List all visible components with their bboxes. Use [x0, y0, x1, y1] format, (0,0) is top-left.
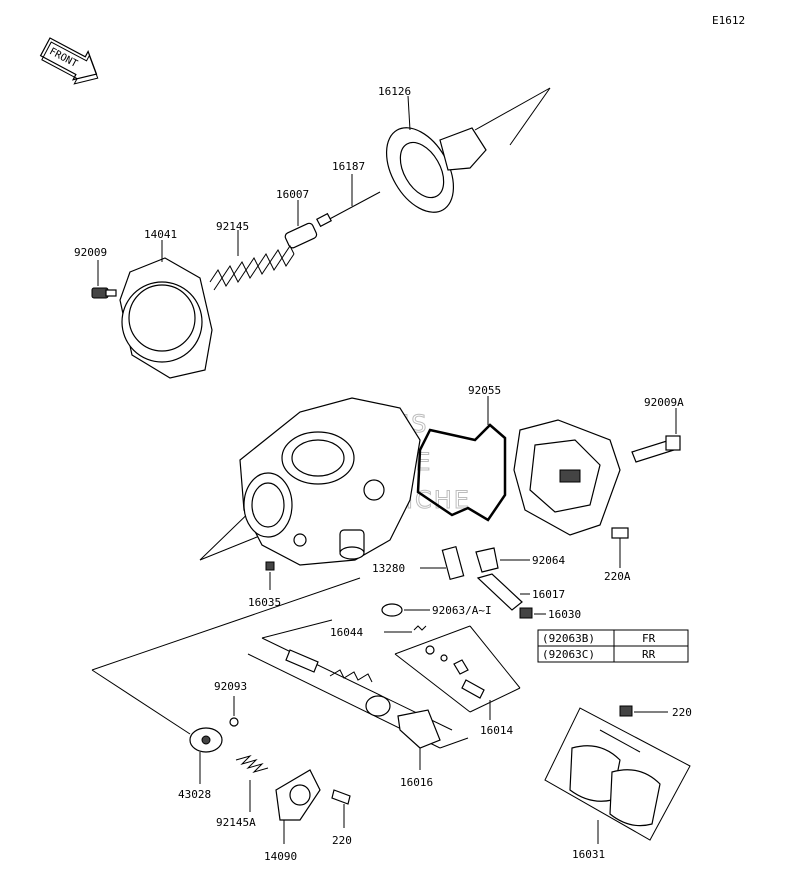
- part-16014-pilot-screw-set: [425, 645, 491, 720]
- label-220A: 220A: [604, 570, 631, 583]
- part-92145A-spring: [235, 754, 269, 812]
- label-16014: 16014: [480, 724, 513, 737]
- part-92063-main-jet: [519, 607, 546, 619]
- part-16031-float: [544, 707, 691, 844]
- label-220-top: 220: [672, 706, 692, 719]
- part-16187-jet-needle: [316, 174, 381, 228]
- label-16017: 16017: [532, 588, 565, 601]
- label-92145: 92145: [216, 220, 249, 233]
- variant-row-1-position: FR: [642, 632, 656, 645]
- label-13280: 13280: [372, 562, 405, 575]
- part-16035-plug: [265, 561, 275, 590]
- part-220-screw-bottom: [331, 789, 351, 828]
- label-14041: 14041: [144, 228, 177, 241]
- label-92063: 16030: [548, 608, 581, 621]
- label-16035: 16035: [248, 596, 281, 609]
- label-16044: 16044: [330, 626, 363, 639]
- label-92009A: 92009A: [644, 396, 684, 409]
- part-16126-vacuum-piston: [385, 87, 551, 213]
- part-92093-oring: [229, 696, 239, 727]
- part-220-screw-top: [619, 705, 668, 717]
- front-arrow-icon: FRONT: [39, 37, 99, 85]
- label-16007: 16007: [276, 188, 309, 201]
- label-16030: 92063/A~I: [432, 604, 492, 617]
- part-92009A-screw: [631, 408, 681, 463]
- label-16016: 16016: [400, 776, 433, 789]
- label-92064: 92064: [532, 554, 565, 567]
- part-92145-spring: [209, 230, 295, 291]
- part-92055-gasket: [416, 396, 507, 522]
- part-16016-starter-assembly: [285, 649, 441, 770]
- variant-table: (92063B) FR (92063C) RR: [537, 629, 689, 663]
- part-220A-screw: [611, 527, 629, 568]
- label-92009: 92009: [74, 246, 107, 259]
- part-16007-needle-holder: [284, 200, 318, 249]
- part-16030-screw: [381, 603, 430, 617]
- label-92055: 92055: [468, 384, 501, 397]
- assembly-guide-lines: [91, 577, 521, 749]
- label-16187: 16187: [332, 160, 365, 173]
- label-92145A: 92145A: [216, 816, 256, 829]
- carburetor-body: [199, 397, 421, 566]
- part-14041-top-cover: [119, 240, 213, 379]
- part-43028-diaphragm: [189, 727, 223, 784]
- label-16126: 16126: [378, 85, 411, 98]
- variant-row-2-position: RR: [642, 648, 656, 661]
- diagram-code: E1612: [712, 14, 745, 27]
- part-92064-jet: [475, 547, 530, 573]
- part-float-chamber: [513, 419, 621, 536]
- part-14090-cover: [275, 769, 321, 844]
- part-16044-spring: [384, 625, 427, 633]
- variant-row-1-code: (92063B): [542, 632, 595, 645]
- part-16017-needle-jet: [476, 573, 530, 611]
- part-92009-screw: [91, 260, 117, 299]
- label-43028: 43028: [178, 788, 211, 801]
- variant-row-2-code: (92063C): [542, 648, 595, 661]
- part-13280-pipe: [420, 545, 465, 581]
- label-14090: 14090: [264, 850, 297, 863]
- label-220-bottom: 220: [332, 834, 352, 847]
- label-92093: 92093: [214, 680, 247, 693]
- label-16031: 16031: [572, 848, 605, 861]
